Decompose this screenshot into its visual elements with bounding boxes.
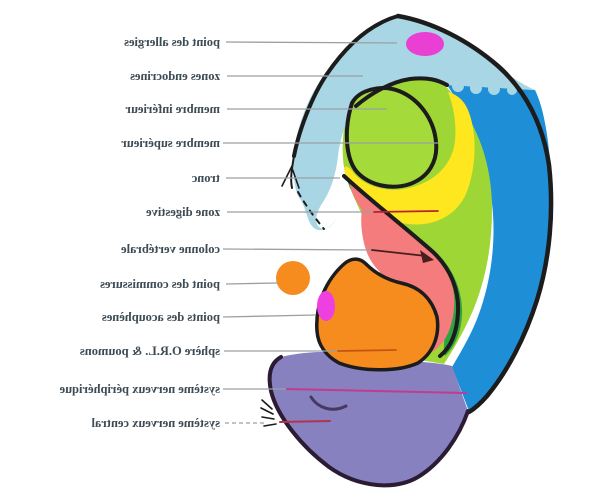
outline-helix-left [292,14,400,158]
outline-fork-branch-a [281,165,293,187]
zone-helix-lightblue [293,16,535,231]
leader-ext-peripherique [286,388,467,394]
outline-crus-curve [342,174,461,358]
label-zones-endocrines: zones endocrines [130,69,220,83]
leader-allergies [225,41,398,44]
zone-crus-loop [344,86,439,189]
leader-lines [222,41,438,424]
label-tronc: tronc [191,171,220,185]
lobe-inner-curve [309,395,348,411]
zone-band-yellow [344,92,475,225]
zone-orl-orange [315,257,440,372]
leader-acouphenes [222,314,317,318]
outline-helix-right [395,13,554,415]
leader-arrowhead-colonne [420,250,434,263]
leader-ext-central [279,420,331,423]
leader-ext-orl [337,349,397,352]
leader-commissures [225,282,279,285]
label-colonne-vertebrale: colonne vertébrale [121,242,220,256]
label-point-des-commissures: point des commissures [100,277,220,291]
lobe-hatch-marks [260,399,277,427]
label-sphere-orl-poumons: sphère O.R.L. & poumons [79,344,220,358]
label-points-des-acouphenes: points des acouphènes [101,310,220,324]
outline-fork [290,155,295,189]
allergy-point-marker [406,32,444,56]
leader-colonne [222,248,373,251]
tinnitus-point-marker [317,291,335,321]
label-membre-superieur: membre supérieur [121,136,220,150]
leader-ext-colonne [371,249,427,257]
label-systeme-nerveux-peripherique: système nerveux périphérique [59,382,220,396]
label-point-des-allergies: point des allergies [124,35,220,49]
ear-outlines [260,13,554,488]
outline-lobe [267,355,470,488]
label-systeme-nerveux-central: système nerveux central [91,416,220,430]
label-zone-digestive: zone digestive [146,205,220,219]
leader-ext-digestive [373,210,439,213]
label-membre-inferieur: membre inférieur [125,102,220,116]
commissure-point-marker [276,261,310,295]
zone-lobe-purple [269,351,468,486]
leader-line-extensions [279,210,467,423]
outline-inner-top [354,76,449,108]
